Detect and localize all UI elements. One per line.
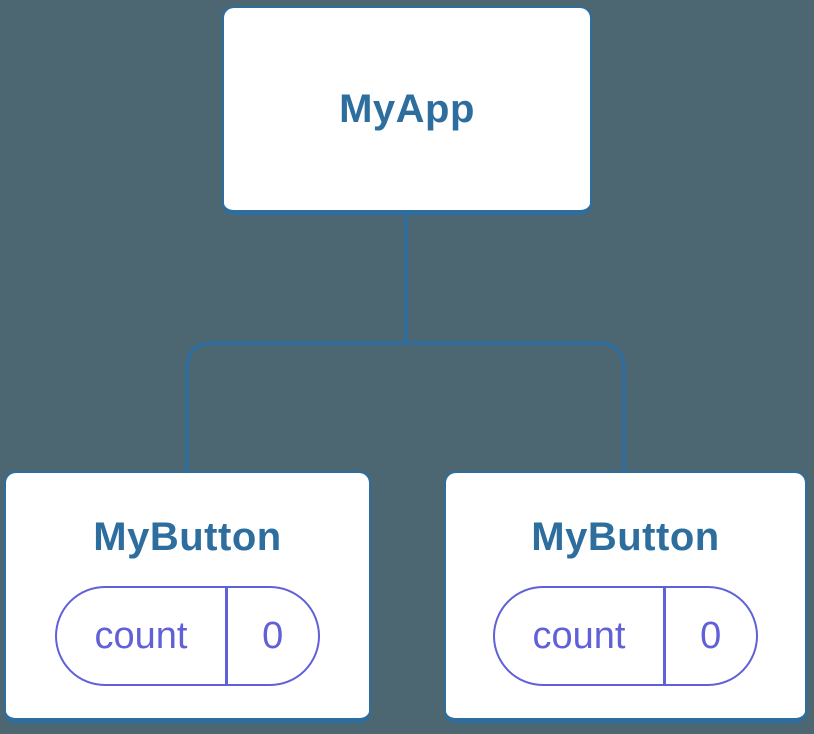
component-node-mybutton-right: MyButton count 0	[444, 471, 807, 723]
state-pill-divider	[663, 588, 666, 684]
state-value: 0	[700, 614, 722, 657]
connector-branch-bracket	[185, 341, 626, 471]
state-name: count	[94, 614, 188, 657]
state-value: 0	[262, 614, 284, 657]
component-title: MyButton	[531, 515, 720, 559]
state-pill: count 0	[55, 586, 320, 686]
component-title: MyButton	[93, 515, 282, 559]
component-node-mybutton-left: MyButton count 0	[4, 471, 371, 723]
state-name: count	[532, 614, 626, 657]
state-pill-divider	[225, 588, 228, 684]
component-title: MyApp	[339, 87, 475, 131]
state-pill: count 0	[493, 586, 758, 686]
component-node-myapp: MyApp	[222, 6, 592, 215]
